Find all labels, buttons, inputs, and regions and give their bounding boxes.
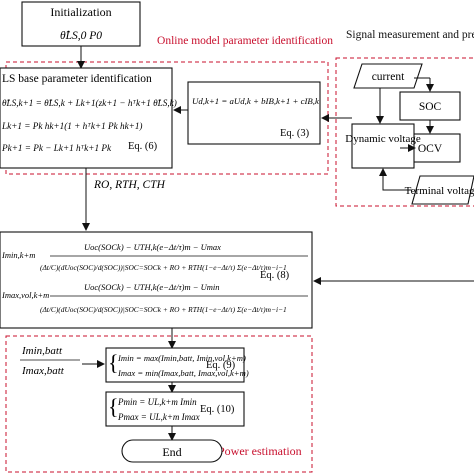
ud-formula: Ud,k+1 = aUd,k + bIB,k+1 + cIB,k <box>192 96 320 106</box>
ls-eq-label: Eq. (6) <box>128 141 158 152</box>
arrow-terminal-to-dynamic <box>379 168 412 191</box>
eq9-label: Eq. (9) <box>206 360 236 371</box>
ls-line2: Lk+1 = Pk hk+1(1 + hᵀk+1 Pk hk+1) <box>1 121 143 131</box>
soc-label: SOC <box>419 101 442 113</box>
eq9-brace: { <box>108 350 119 375</box>
eq10-label: Eq. (10) <box>200 404 235 415</box>
ud-box <box>187 81 321 145</box>
eq9-line2: Imax = min(Imax,batt, Imax,vol,k+m) <box>117 368 249 378</box>
eq9-box <box>105 347 245 383</box>
big-line2-lhs: Imax,vol,k+m <box>1 290 49 300</box>
ls-line1: θ̂LS,k+1 = θ̂LS,k + Lk+1(zk+1 − hᵀk+1 θ̂… <box>2 98 177 108</box>
dynamic-box <box>351 123 415 169</box>
eq10-box <box>105 391 245 427</box>
eq10-line2: Pmax = UL,k+m Imax <box>117 412 200 422</box>
big-line1-lhs: Imin,k+m <box>1 250 35 260</box>
eq9-line1: Imin = max(Imin,batt, Imin,vol,k+m) <box>117 353 246 363</box>
ud-eq-label: Eq. (3) <box>280 128 310 139</box>
power-region-label: Power estimation <box>218 444 302 458</box>
batt-min-label: Imin,batt <box>21 345 63 357</box>
init-params: θ̂LS,0 P0 <box>60 30 102 42</box>
signal-region-frame <box>335 57 474 207</box>
end-terminator <box>121 439 223 463</box>
online-region-label: Online model parameter identification <box>157 35 333 47</box>
init-box <box>21 1 141 47</box>
ls-box <box>0 67 173 169</box>
signal-region-label: Signal measurement and preprocessing <box>346 29 474 41</box>
ocv-label: OCV <box>418 143 443 155</box>
terminal-label: Terminal voltage <box>405 185 474 197</box>
big-line1-num: Uoc(SOCk) − UTH,k(e−Δt/τ)m − Umax <box>84 242 221 252</box>
soc-box <box>399 91 461 121</box>
end-label: End <box>162 445 181 459</box>
current-parallelogram <box>353 63 423 89</box>
big-line2-den: (Δt/C)(dUoc(SOC)/d(SOC))|SOC=SOCk + RO +… <box>40 305 287 314</box>
params-out-label: RO, RTH, CTH <box>93 179 166 191</box>
init-title: Initialization <box>50 5 111 19</box>
terminal-parallelogram <box>411 175 474 205</box>
big-eq-box <box>0 231 313 329</box>
ls-title: LS base parameter identification <box>2 73 152 85</box>
power-region-frame <box>5 335 313 473</box>
current-label: current <box>372 71 405 83</box>
big-line2-num: Uoc(SOCk) − UTH,k(e−Δt/τ)m − Umin <box>84 282 219 292</box>
big-eq-label: Eq. (8) <box>260 270 290 281</box>
big-line1-den: (Δt/C)(dUoc(SOC)/d(SOC))|SOC=SOCk + RO +… <box>40 263 287 272</box>
ls-line3: Pk+1 = Pk − Lk+1 hᵀk+1 Pk <box>1 143 112 153</box>
dynamic-label: Dynamic voltage <box>345 133 421 145</box>
eq10-brace: { <box>108 394 119 419</box>
eq10-line1: Pmin = UL,k+m Imin <box>117 397 197 407</box>
batt-max-label: Imax,batt <box>21 365 65 377</box>
